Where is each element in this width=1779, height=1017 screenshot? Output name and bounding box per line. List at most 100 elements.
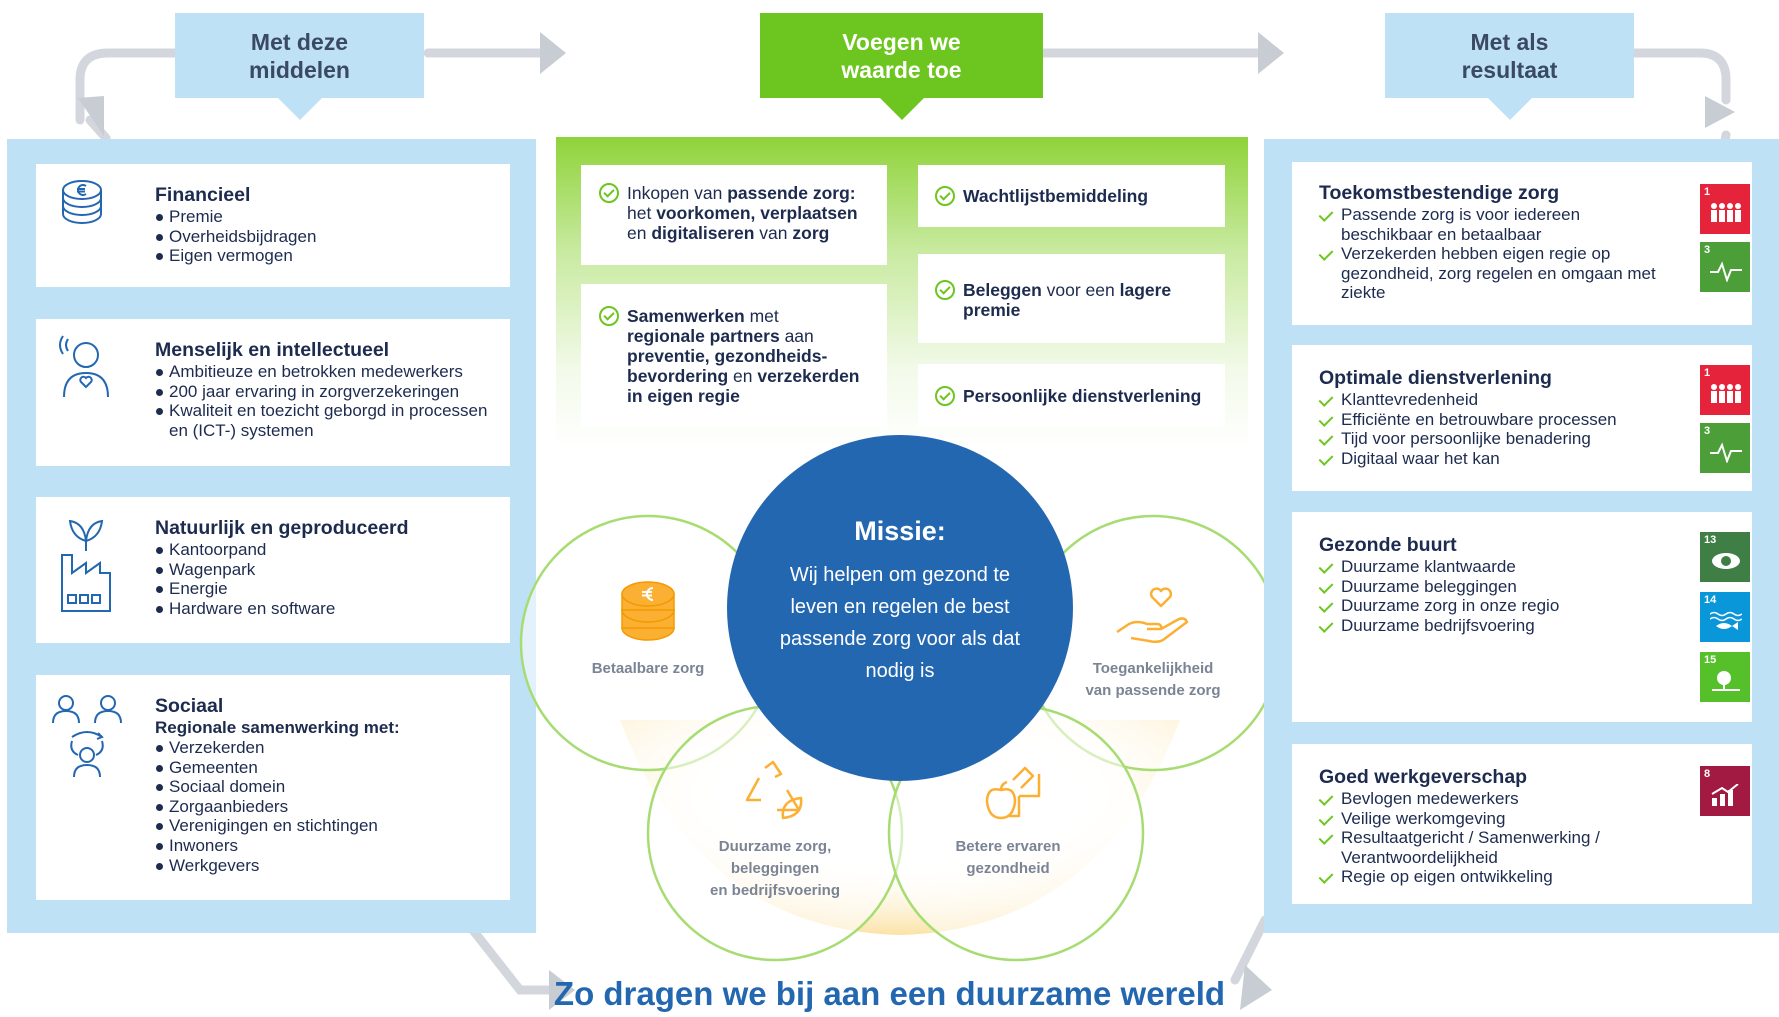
activity-bold: digitaliseren — [651, 223, 755, 243]
activity-bold: premie — [963, 300, 1021, 320]
circle-label-line: Betere ervaren — [955, 838, 1061, 855]
activity-bold: Beleggen — [963, 280, 1042, 300]
resource-item: Werkgevers — [155, 856, 498, 876]
sdg-13-icon: 13 — [1700, 532, 1750, 582]
resource-item: Gemeenten — [155, 758, 498, 778]
circle-label-duurzaam: Duurzame zorg, beleggingen en bedrijfsvo… — [695, 836, 855, 902]
mission-circle: Missie: Wij helpen om gezond te leven en… — [727, 435, 1073, 781]
activity-bold: passende zorg: — [727, 183, 856, 203]
activity-text: en — [627, 223, 652, 243]
resource-item: Kantoorpand — [155, 540, 498, 560]
resource-title: Financieel — [155, 184, 251, 206]
resource-card-menselijk: Menselijk en intellectueel Ambitieuze en… — [36, 319, 510, 466]
activity-bold: voorkomen, verplaatsen — [656, 203, 858, 223]
sdg-15-icon: 15 — [1700, 652, 1750, 702]
activity-bold: bevordering — [627, 366, 729, 386]
factory-leaf-icon — [61, 519, 111, 612]
activity-bold: Wachtlijstbemiddeling — [963, 186, 1149, 206]
circle-label-gezondheid: Betere ervaren gezondheid — [928, 836, 1088, 880]
result-card-buurt: Gezonde buurt Duurzame klantwaarde Duurz… — [1292, 512, 1752, 722]
result-item: Passende zorg is voor iedereen beschikba… — [1319, 205, 1659, 244]
result-item: Regie op eigen ontwikkeling — [1319, 867, 1649, 887]
resource-card-sociaal: Sociaal Regionale samenwerking met: Verz… — [36, 675, 510, 900]
check-circle-icon — [935, 186, 955, 206]
resource-item: Verenigingen en stichtingen — [155, 816, 498, 836]
result-item: Duurzame klantwaarde — [1319, 557, 1659, 577]
resource-item: Hardware en software — [155, 599, 498, 619]
activity-text: het — [627, 203, 657, 223]
result-item: Veilige werkomgeving — [1319, 809, 1649, 829]
hand-heart-icon — [1116, 587, 1189, 644]
apple-box-icon — [985, 766, 1041, 820]
resource-item: Premie — [155, 207, 498, 227]
mission-text: Wij helpen om gezond te leven en regelen… — [779, 564, 1021, 682]
result-item: Bevlogen medewerkers — [1319, 789, 1649, 809]
activity-bold: preventie, gezondheids- — [627, 346, 828, 366]
activity-wachtlijst: Wachtlijstbemiddeling — [918, 165, 1225, 227]
resource-item: Zorgaanbieders — [155, 797, 498, 817]
check-circle-icon — [935, 280, 955, 300]
header-value: Voegen we waarde toe — [760, 13, 1043, 120]
activity-bold: in eigen regie — [627, 386, 740, 406]
result-item: Verzekerden hebben eigen regie op gezond… — [1319, 244, 1659, 303]
activity-text: Inkopen van — [627, 183, 728, 203]
resource-title: Natuurlijk en geproduceerd — [155, 517, 409, 539]
check-circle-icon — [599, 183, 619, 203]
circle-label-line: Toegankelijkheid — [1092, 660, 1214, 677]
footer-statement: Zo dragen we bij aan een duurzame wereld — [553, 975, 1226, 1012]
resource-item: Wagenpark — [155, 560, 498, 580]
activity-bold: regionale partners — [627, 326, 780, 346]
activity-text: voor een — [1041, 280, 1120, 300]
activity-bold: Samenwerken — [627, 306, 745, 326]
check-circle-icon — [935, 386, 955, 406]
person-heart-icon — [59, 335, 109, 398]
activity-beleggen: Beleggen voor een lagere premie — [918, 254, 1225, 343]
activity-bold: zorg — [792, 223, 830, 243]
header-resources: Met deze middelen — [175, 13, 424, 120]
activity-bold: Persoonlijke dienstverlening — [963, 386, 1202, 406]
sdg-14-icon: 14 — [1700, 592, 1750, 642]
circle-label-toegankelijkheid: Toegankelijkheid van passende zorg — [1073, 658, 1233, 702]
result-item: Duurzame bedrijfsvoering — [1319, 616, 1659, 636]
check-circle-icon — [599, 306, 619, 326]
result-item: Duurzame beleggingen — [1319, 577, 1659, 597]
result-title: Toekomstbestendige zorg — [1319, 182, 1560, 204]
activity-persoonlijk: Persoonlijke dienstverlening — [918, 364, 1225, 427]
activity-text: van — [754, 223, 793, 243]
result-item: Digitaal waar het kan — [1319, 449, 1659, 469]
header-results: Met als resultaat — [1385, 13, 1634, 120]
resource-item: Energie — [155, 579, 498, 599]
resource-card-financieel: Financieel Premie Overheidsbijdragen Eig… — [36, 164, 510, 287]
circle-label-line: gezondheid — [966, 860, 1050, 877]
header-value-label: Voegen we waarde toe — [841, 28, 962, 83]
sdg-1-icon: 1 — [1700, 365, 1750, 415]
resource-item: 200 jaar ervaring in zorgverzekeringen — [155, 382, 498, 402]
resource-item: Inwoners — [155, 836, 498, 856]
activity-samenwerken: Samenwerken met regionale partners aan p… — [581, 284, 887, 427]
circle-label-line: beleggingen — [730, 860, 820, 877]
resource-title: Menselijk en intellectueel — [155, 339, 390, 361]
resource-subtitle: Regionale samenwerking met: — [155, 718, 400, 737]
sdg-8-icon: 8 — [1700, 766, 1750, 816]
sdg-3-icon: 3 — [1700, 242, 1750, 292]
activity-text: met — [744, 306, 779, 326]
result-card-werkgeverschap: Goed werkgeverschap Bevlogen medewerkers… — [1292, 744, 1752, 904]
resource-item: Overheidsbijdragen — [155, 227, 498, 247]
recycle-leaf-icon — [745, 760, 803, 820]
activity-bold: verzekerden — [757, 366, 860, 386]
result-item: Resultaatgericht / Samenwerking / Verant… — [1319, 828, 1649, 867]
resource-item: Kwaliteit en toezicht geborgd in process… — [155, 401, 498, 440]
result-item: Efficiënte en betrouwbare processen — [1319, 410, 1659, 430]
header-results-label: Met als resultaat — [1461, 28, 1558, 83]
resource-title: Sociaal — [155, 695, 224, 717]
result-title: Gezonde buurt — [1319, 534, 1457, 556]
circle-label-line: van passende zorg — [1085, 682, 1221, 699]
resource-item: Verzekerden — [155, 738, 498, 758]
activity-bold: lagere — [1119, 280, 1172, 300]
header-resources-label: Met deze middelen — [249, 28, 350, 83]
activity-inkopen: Inkopen van passende zorg: het voorkomen… — [581, 165, 887, 265]
coins-icon — [62, 180, 102, 224]
result-item: Klanttevredenheid — [1319, 390, 1659, 410]
result-card-dienstverlening: Optimale dienstverlening Klanttevredenhe… — [1292, 345, 1752, 491]
